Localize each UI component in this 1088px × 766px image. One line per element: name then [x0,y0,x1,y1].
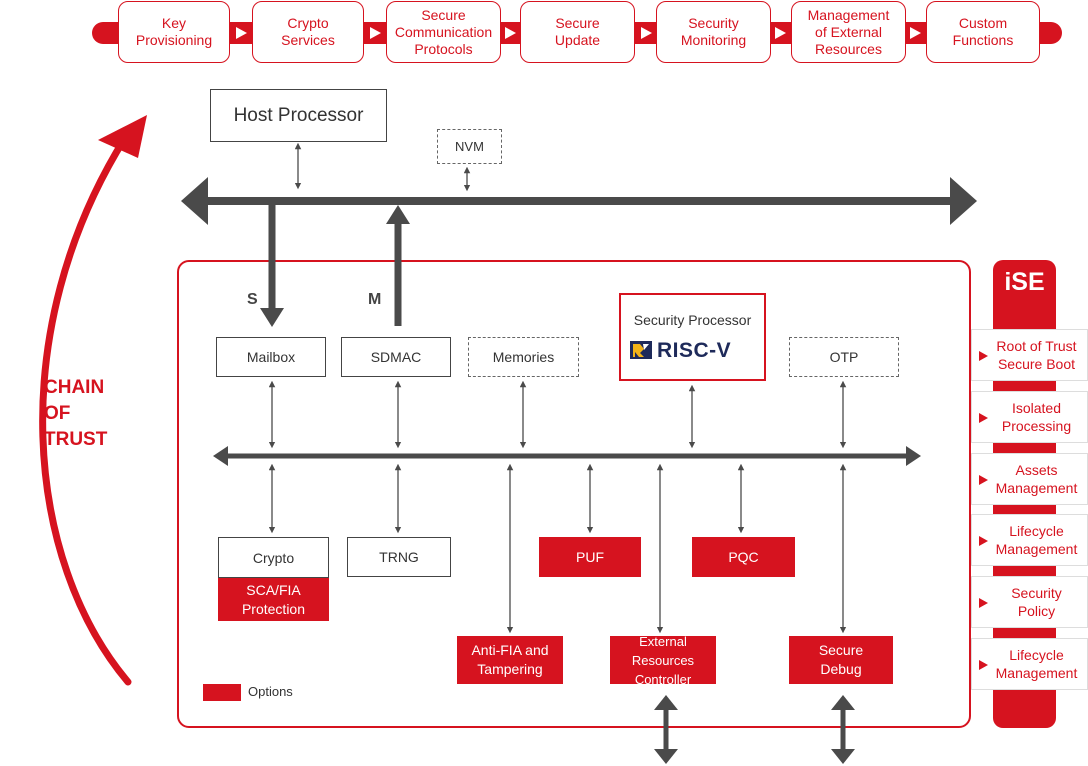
step-arrow-icon [236,27,247,39]
ise-item-label: Security Policy [1011,585,1062,619]
step-security-monitoring: Security Monitoring [656,1,771,63]
external-port-debug-bottom [831,749,855,764]
ise-item-security-policy: Security Policy [971,576,1088,628]
bullet-arrow-icon [979,536,988,546]
trng-block: TRNG [347,537,451,577]
bullet-arrow-icon [979,598,988,608]
bullet-arrow-icon [979,475,988,485]
ise-item-lifecycle-management: Lifecycle Management [971,514,1088,566]
master-port-label: M [368,291,382,308]
step-arrow-icon [910,27,921,39]
step-key-provisioning: Key Provisioning [118,1,230,63]
bullet-arrow-icon [979,351,988,361]
otp-block: OTP [789,337,899,377]
memories-block: Memories [468,337,579,377]
ise-item-label: Lifecycle Management [995,523,1078,557]
sca-fia-protection-block: SCA/FIA Protection [218,578,329,621]
ise-title: iSE [1004,268,1045,296]
ise-item-assets-management: Assets Management [971,453,1088,505]
ise-item-isolated-processing: Isolated Processing [971,391,1088,443]
external-port-ext-res-bottom [654,749,678,764]
mailbox-block: Mailbox [216,337,326,377]
system-bus-left-arrowhead [181,177,208,225]
nvm: NVM [437,129,502,164]
ise-item-label: Assets Management [995,462,1078,496]
step-secure-communication: Secure Communication Protocols [386,1,501,63]
external-port-ext-res-top [654,695,678,710]
bullet-arrow-icon [979,413,988,423]
ise-item-label: Root of Trust Secure Boot [996,338,1077,372]
step-arrow-icon [775,27,786,39]
secure-debug-block: Secure Debug [789,636,893,684]
ise-item-lifecycle-management-2: Lifecycle Management [971,638,1088,690]
step-arrow-icon [370,27,381,39]
internal-bus-left-arrowhead [213,446,228,466]
legend-options-label: Options [248,684,293,699]
slave-port-arrowhead [260,308,284,327]
ise-item-root-of-trust: Root of Trust Secure Boot [971,329,1088,381]
security-processor-title: Security Processor [633,312,752,328]
step-crypto-services: Crypto Services [252,1,364,63]
ise-boundary [177,260,971,728]
ise-item-label: Lifecycle Management [995,647,1078,681]
chain-of-trust-arrowhead [98,115,147,158]
slave-port-label: S [247,291,258,308]
legend-options-swatch [203,684,241,701]
internal-bus-right-arrowhead [906,446,921,466]
step-arrow-icon [505,27,516,39]
chain-of-trust-arrow [39,134,132,686]
system-bus-right-arrowhead [950,177,977,225]
external-port-debug-top [831,695,855,710]
riscv-wordmark: RISC-V [657,339,732,362]
step-secure-update: Secure Update [520,1,635,63]
anti-fia-tampering-block: Anti-FIA and Tampering [457,636,563,684]
step-custom-functions: Custom Functions [926,1,1040,63]
bullet-arrow-icon [979,660,988,670]
master-port-arrowhead [386,205,410,224]
puf-block: PUF [539,537,641,577]
external-resources-controller-block: External Resources Controller [610,634,716,687]
ise-item-label: Isolated Processing [1001,400,1072,434]
pqc-block: PQC [692,537,795,577]
step-management-external-resources: Management of External Resources [791,1,906,63]
chain-of-trust-label: CHAIN OF TRUST [44,377,108,450]
host-processor: Host Processor [210,89,387,142]
sdmac-block: SDMAC [341,337,451,377]
step-arrow-icon [641,27,652,39]
crypto-block: Crypto [218,537,329,578]
security-processor-block [619,293,766,381]
riscv-logo-icon [630,341,652,359]
